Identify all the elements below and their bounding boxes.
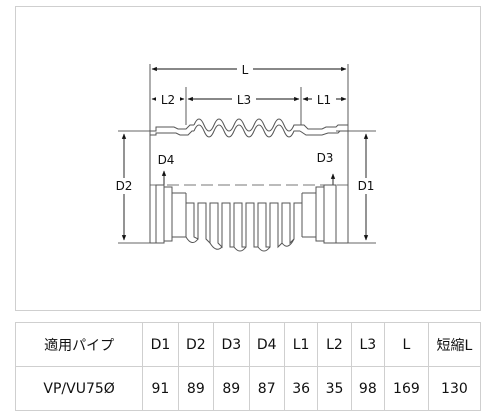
header-cell: 短縮L bbox=[427, 322, 482, 367]
label-D3: D3 bbox=[317, 151, 334, 165]
header-cell: L2 bbox=[317, 322, 352, 367]
label-D2: D2 bbox=[116, 179, 133, 193]
table-cell: 36 bbox=[283, 366, 319, 411]
label-L: L bbox=[242, 63, 249, 77]
table-cell: 91 bbox=[142, 366, 179, 411]
header-cell: L3 bbox=[350, 322, 386, 367]
header-cell: D1 bbox=[142, 322, 179, 367]
table-cell: 89 bbox=[213, 366, 250, 411]
spec-table: 適用パイプ D1 D2 D3 D4 L1 L2 L3 L 短縮L VP/VU75… bbox=[14, 322, 482, 411]
label-D4: D4 bbox=[158, 153, 175, 167]
label-L3: L3 bbox=[237, 93, 251, 107]
table-cell: VP/VU75Ø bbox=[14, 366, 144, 411]
table-cell: 98 bbox=[350, 366, 386, 411]
table-cell: 130 bbox=[427, 366, 482, 411]
label-L1: L1 bbox=[317, 93, 331, 107]
table-row: VP/VU75Ø 91 89 89 87 36 35 98 169 130 bbox=[14, 366, 482, 411]
header-cell: 適用パイプ bbox=[14, 322, 144, 367]
header-cell: L bbox=[384, 322, 429, 367]
header-cell: L1 bbox=[283, 322, 319, 367]
bellows-pipe-drawing: L L2 L3 L1 D2 D4 D3 D1 bbox=[112, 61, 378, 252]
header-cell: D4 bbox=[248, 322, 285, 367]
table-cell: 35 bbox=[317, 366, 352, 411]
label-L2: L2 bbox=[161, 93, 175, 107]
header-cell: D2 bbox=[177, 322, 215, 367]
diagram-panel: L L2 L3 L1 D2 D4 D3 D1 bbox=[15, 6, 481, 311]
table-header-row: 適用パイプ D1 D2 D3 D4 L1 L2 L3 L 短縮L bbox=[14, 322, 482, 367]
header-cell: D3 bbox=[213, 322, 250, 367]
pipe-outline bbox=[149, 118, 349, 252]
table-cell: 169 bbox=[384, 366, 429, 411]
table-cell: 89 bbox=[177, 366, 215, 411]
label-backgrounds bbox=[112, 61, 378, 194]
table-cell: 87 bbox=[248, 366, 285, 411]
label-D1: D1 bbox=[358, 179, 375, 193]
